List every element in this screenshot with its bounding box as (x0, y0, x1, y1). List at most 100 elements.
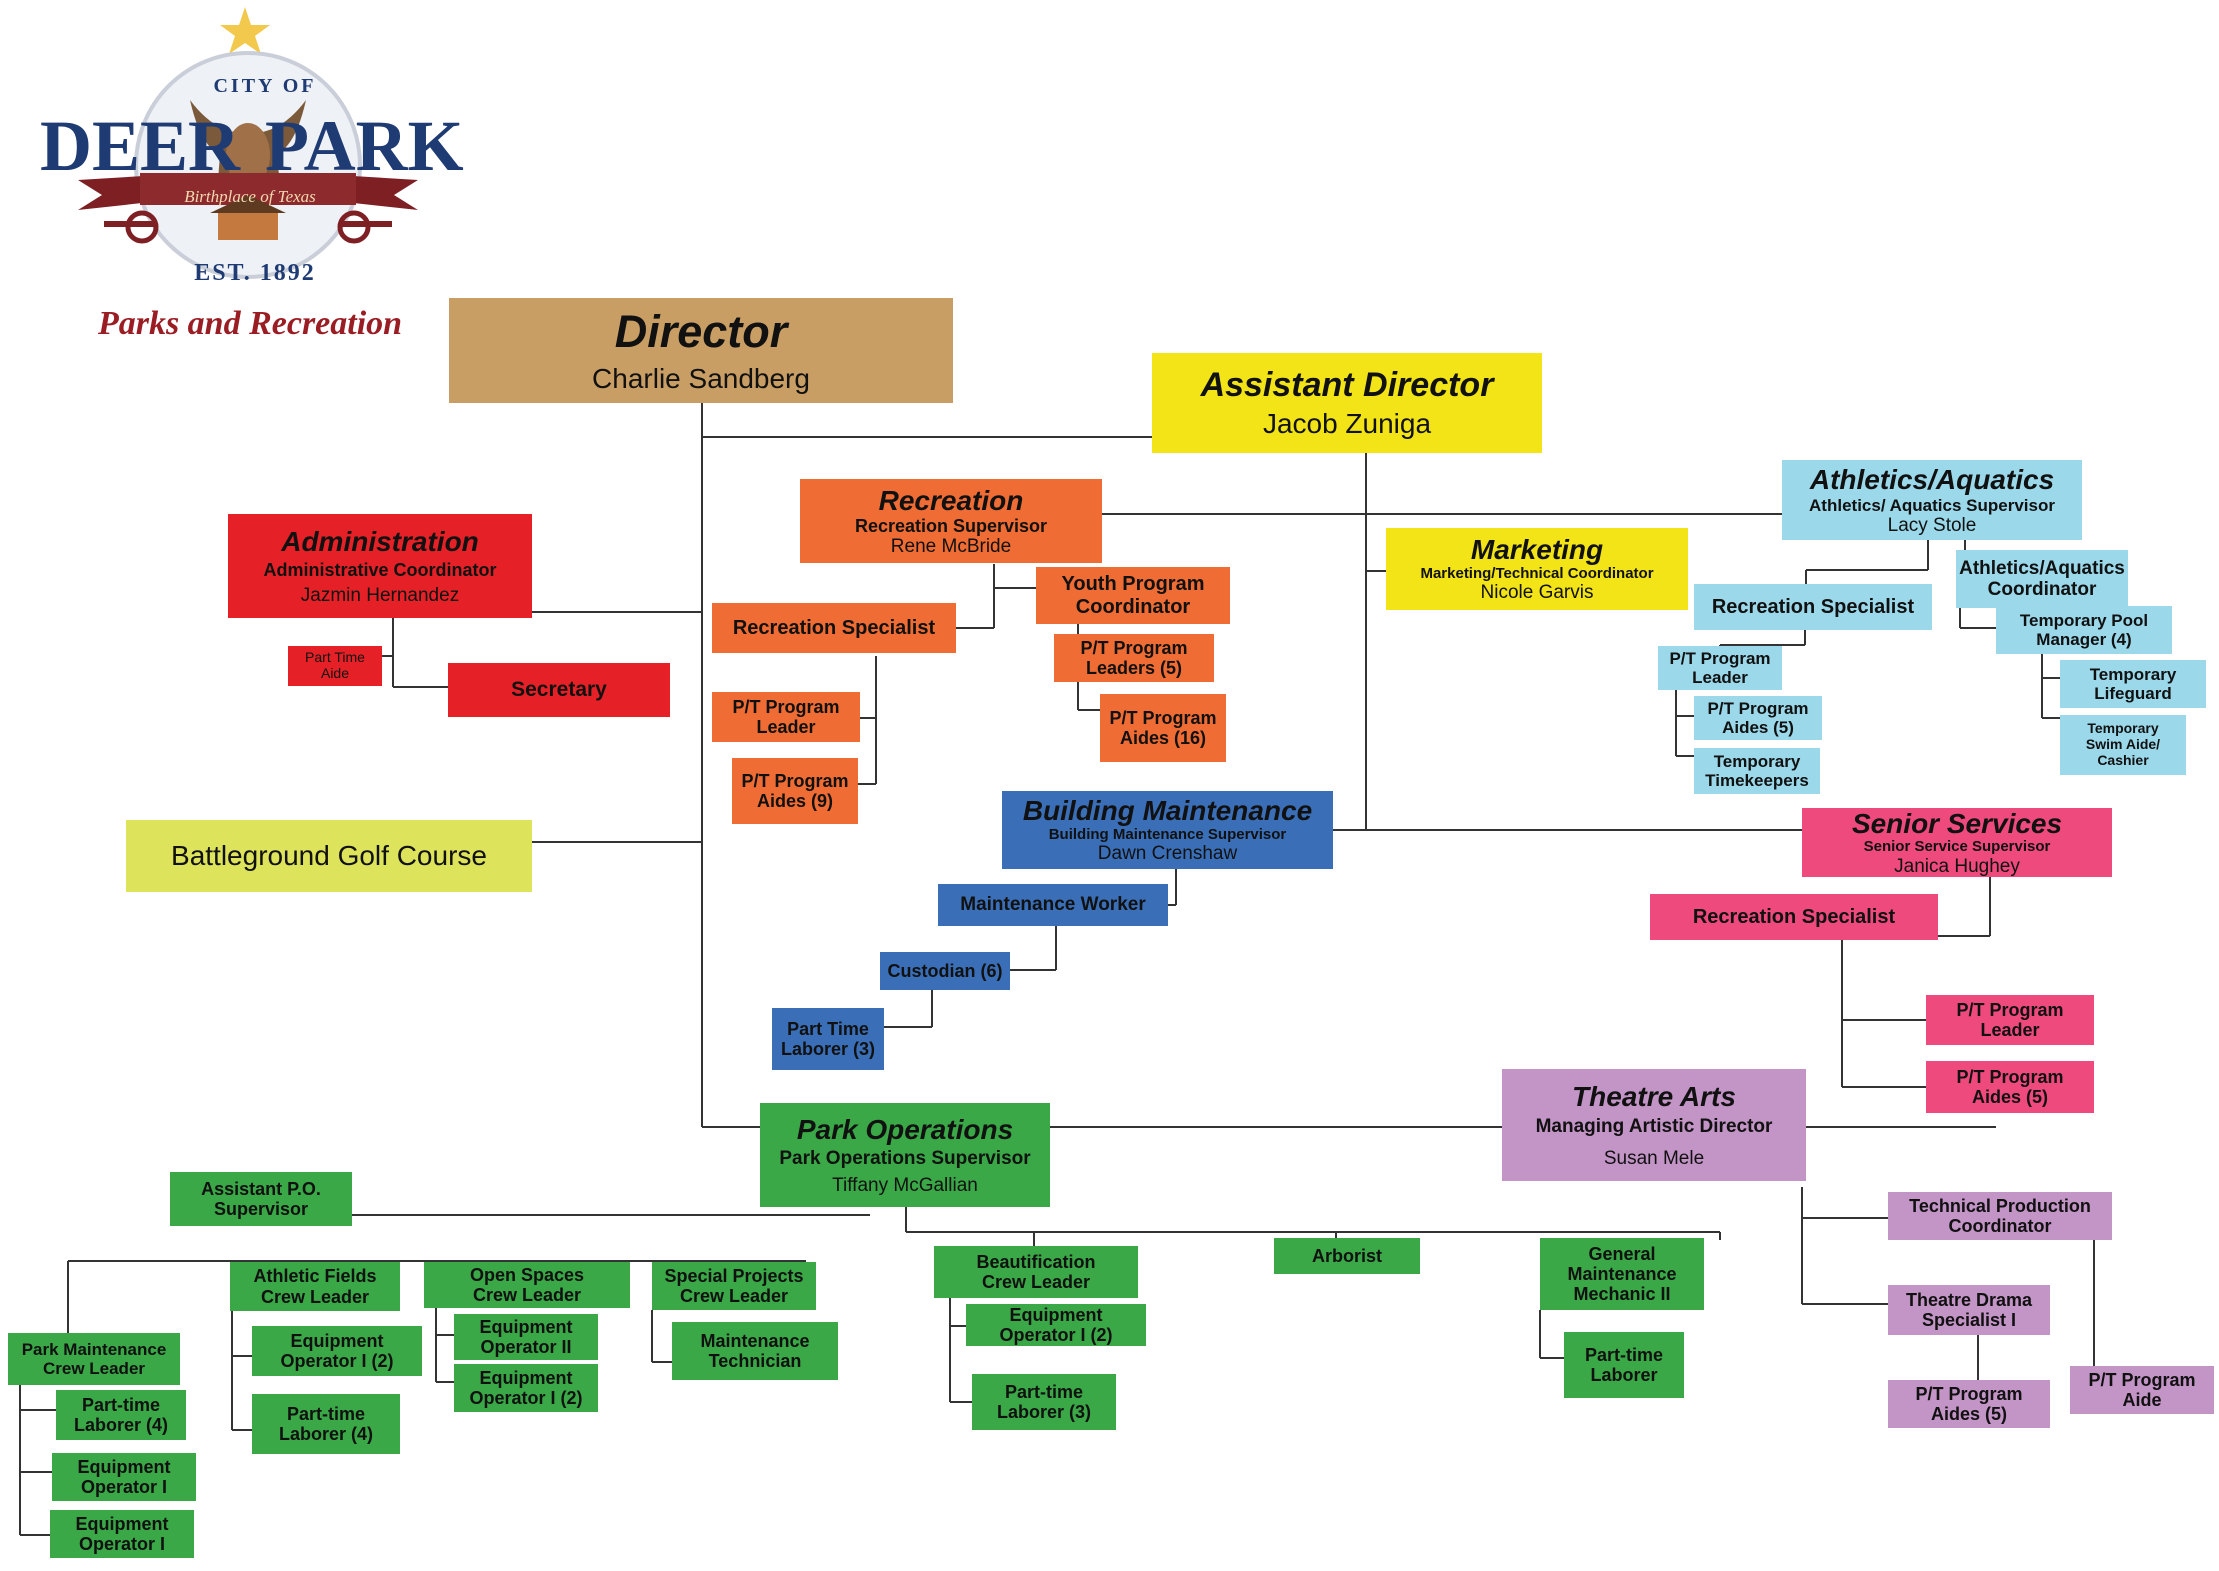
administration-title: Administration (281, 526, 479, 558)
building-maintenance-name: Dawn Crenshaw (1097, 843, 1238, 865)
athletics-box: Athletics/Aquatics Athletics/ Aquatics S… (1782, 460, 2082, 540)
af-laborer-box: Part-time Laborer (4) (252, 1394, 400, 1454)
theatre-arts-box: Theatre Arts Managing Artistic Director … (1502, 1069, 1806, 1181)
swim-aide-box: Temporary Swim Aide/ Cashier (2060, 715, 2186, 775)
pool-manager-label: Temporary Pool Manager (4) (2019, 610, 2149, 649)
pm-laborer-box: Part-time Laborer (4) (56, 1390, 186, 1440)
technical-production-label: Technical Production Coordinator (1909, 1195, 2091, 1236)
os-operator-1-box: Equipment Operator I (2) (454, 1364, 598, 1412)
rec-pt-aides-label: P/T Program Aides (9) (741, 770, 849, 811)
director-name: Charlie Sandberg (592, 363, 810, 395)
athletics-pt-aides-label: P/T Program Aides (5) (1707, 698, 1809, 737)
pm-operator-1-label: Equipment Operator I (77, 1456, 171, 1497)
athletics-role: Athletics/ Aquatics Supervisor (1809, 495, 2055, 515)
theatre-arts-name: Susan Mele (1603, 1147, 1705, 1169)
athletic-fields-crew-label: Athletic Fields Crew Leader (253, 1266, 377, 1307)
senior-pt-leader-box: P/T Program Leader (1926, 995, 2094, 1045)
logo-deer-text: DEER (40, 106, 241, 186)
arborist-label: Arborist (1311, 1245, 1382, 1266)
golf-course-box: Battleground Golf Course (126, 820, 532, 892)
building-laborer-box: Part Time Laborer (3) (772, 1008, 884, 1070)
pm-operator-2-box: Equipment Operator I (50, 1510, 194, 1558)
logo-parks-and-recreation: Parks and Recreation (97, 305, 403, 342)
theatre-pt-aides-label: P/T Program Aides (5) (1915, 1383, 2023, 1424)
open-spaces-crew-label: Open Spaces Crew Leader (469, 1264, 585, 1305)
theatre-arts-role: Managing Artistic Director (1535, 1116, 1773, 1138)
athletics-coordinator-label: Athletics/Aquatics Coordinator (1959, 557, 2125, 600)
athletics-name: Lacy Stole (1887, 514, 1977, 536)
theatre-pt-aide-label: P/T Program Aide (2088, 1369, 2196, 1410)
assistant-po-supervisor-label: Assistant P.O. Supervisor (201, 1178, 321, 1219)
maintenance-technician-box: Maintenance Technician (672, 1322, 838, 1380)
senior-specialist-box: Recreation Specialist (1650, 894, 1938, 940)
special-projects-crew-box: Special Projects Crew Leader (652, 1262, 816, 1310)
general-maintenance-box: General Maintenance Mechanic II (1540, 1238, 1704, 1310)
athletics-title: Athletics/Aquatics (1809, 464, 2055, 496)
marketing-name: Nicole Garvis (1480, 582, 1594, 604)
maintenance-worker-box: Maintenance Worker (938, 884, 1168, 926)
youth-coordinator-label: Youth Program Coordinator (1061, 573, 1205, 618)
administration-box: Administration Administrative Coordinato… (228, 514, 532, 618)
park-operations-role: Park Operations Supervisor (779, 1147, 1031, 1169)
recreation-role: Recreation Supervisor (854, 515, 1048, 536)
athletics-pt-leader-box: P/T Program Leader (1658, 646, 1782, 690)
gm-laborer-label: Part-time Laborer (1584, 1344, 1664, 1385)
secretary-label: Secretary (511, 678, 607, 702)
park-operations-box: Park Operations Park Operations Supervis… (760, 1103, 1050, 1207)
assistant-director-box: Assistant Director Jacob Zuniga (1152, 353, 1542, 453)
assistant-po-supervisor-box: Assistant P.O. Supervisor (170, 1172, 352, 1226)
building-maintenance-title: Building Maintenance (1022, 795, 1313, 827)
director-title: Director (614, 305, 788, 357)
building-laborer-label: Part Time Laborer (3) (780, 1018, 876, 1059)
logo-est-text: EST. 1892 (194, 260, 316, 286)
marketing-role: Marketing/Technical Coordinator (1420, 564, 1654, 582)
pm-operator-1-box: Equipment Operator I (52, 1453, 196, 1501)
senior-services-role: Senior Service Supervisor (1863, 838, 2051, 856)
bt-laborer-box: Part-time Laborer (3) (972, 1374, 1116, 1430)
af-laborer-label: Part-time Laborer (4) (278, 1403, 374, 1444)
recreation-specialist-box: Recreation Specialist (712, 603, 956, 653)
senior-pt-leader-label: P/T Program Leader (1956, 999, 2064, 1040)
rec-pt-leader-label: P/T Program Leader (732, 696, 840, 737)
rec-pt-aides-box: P/T Program Aides (9) (732, 758, 858, 824)
swim-aide-label: Temporary Swim Aide/ Cashier (2085, 720, 2161, 768)
assistant-director-name: Jacob Zuniga (1262, 408, 1432, 440)
senior-pt-aides-box: P/T Program Aides (5) (1926, 1061, 2094, 1113)
park-operations-name: Tiffany McGallian (832, 1175, 978, 1197)
general-maintenance-label: General Maintenance Mechanic II (1567, 1243, 1677, 1305)
custodian-label: Custodian (6) (887, 960, 1003, 981)
admin-part-time-aide: Part Time Aide (288, 646, 382, 686)
bt-operator-box: Equipment Operator I (2) (966, 1304, 1146, 1346)
park-operations-title: Park Operations (796, 1113, 1014, 1145)
athletics-coordinator-box: Athletics/Aquatics Coordinator (1956, 550, 2128, 608)
temporary-lifeguard-label: Temporary Lifeguard (2089, 664, 2177, 703)
logo-park-text: PARK (265, 106, 464, 186)
pm-laborer-label: Part-time Laborer (4) (73, 1394, 169, 1435)
senior-pt-aides-label: P/T Program Aides (5) (1956, 1066, 2064, 1107)
marketing-box: Marketing Marketing/Technical Coordinato… (1386, 528, 1688, 610)
senior-services-name: Janica Hughey (1894, 855, 2020, 877)
athletics-specialist-box: Recreation Specialist (1694, 584, 1932, 630)
administration-name: Jazmin Hernandez (300, 584, 460, 606)
os-operator-2-label: Equipment Operator II (479, 1316, 573, 1357)
park-maintenance-crew-label: Park Maintenance Crew Leader (21, 1339, 167, 1378)
senior-services-box: Senior Services Senior Service Superviso… (1802, 808, 2112, 877)
athletics-pt-leader-label: P/T Program Leader (1669, 648, 1771, 687)
assistant-director-title: Assistant Director (1200, 366, 1494, 405)
drama-specialist-label: Theatre Drama Specialist I (1905, 1289, 2033, 1330)
admin-part-time-aide-label: Part Time Aide (305, 649, 365, 681)
rec-pt-aides-16-label: P/T Program Aides (16) (1109, 707, 1217, 748)
recreation-specialist-label: Recreation Specialist (732, 616, 936, 639)
youth-coordinator-box: Youth Program Coordinator (1036, 567, 1230, 624)
rec-pt-aides-16-box: P/T Program Aides (16) (1100, 694, 1226, 762)
senior-specialist-label: Recreation Specialist (1692, 905, 1896, 928)
theatre-arts-title: Theatre Arts (1572, 1081, 1736, 1113)
theatre-pt-aide-box: P/T Program Aide (2070, 1366, 2214, 1414)
golf-course-title: Battleground Golf Course (171, 840, 487, 872)
temporary-lifeguard-box: Temporary Lifeguard (2060, 660, 2206, 708)
secretary-box: Secretary (448, 663, 670, 717)
drama-specialist-box: Theatre Drama Specialist I (1888, 1285, 2050, 1335)
beautification-crew-label: Beautification Crew Leader (976, 1251, 1096, 1292)
logo-city-of-text: CITY OF (213, 75, 317, 97)
